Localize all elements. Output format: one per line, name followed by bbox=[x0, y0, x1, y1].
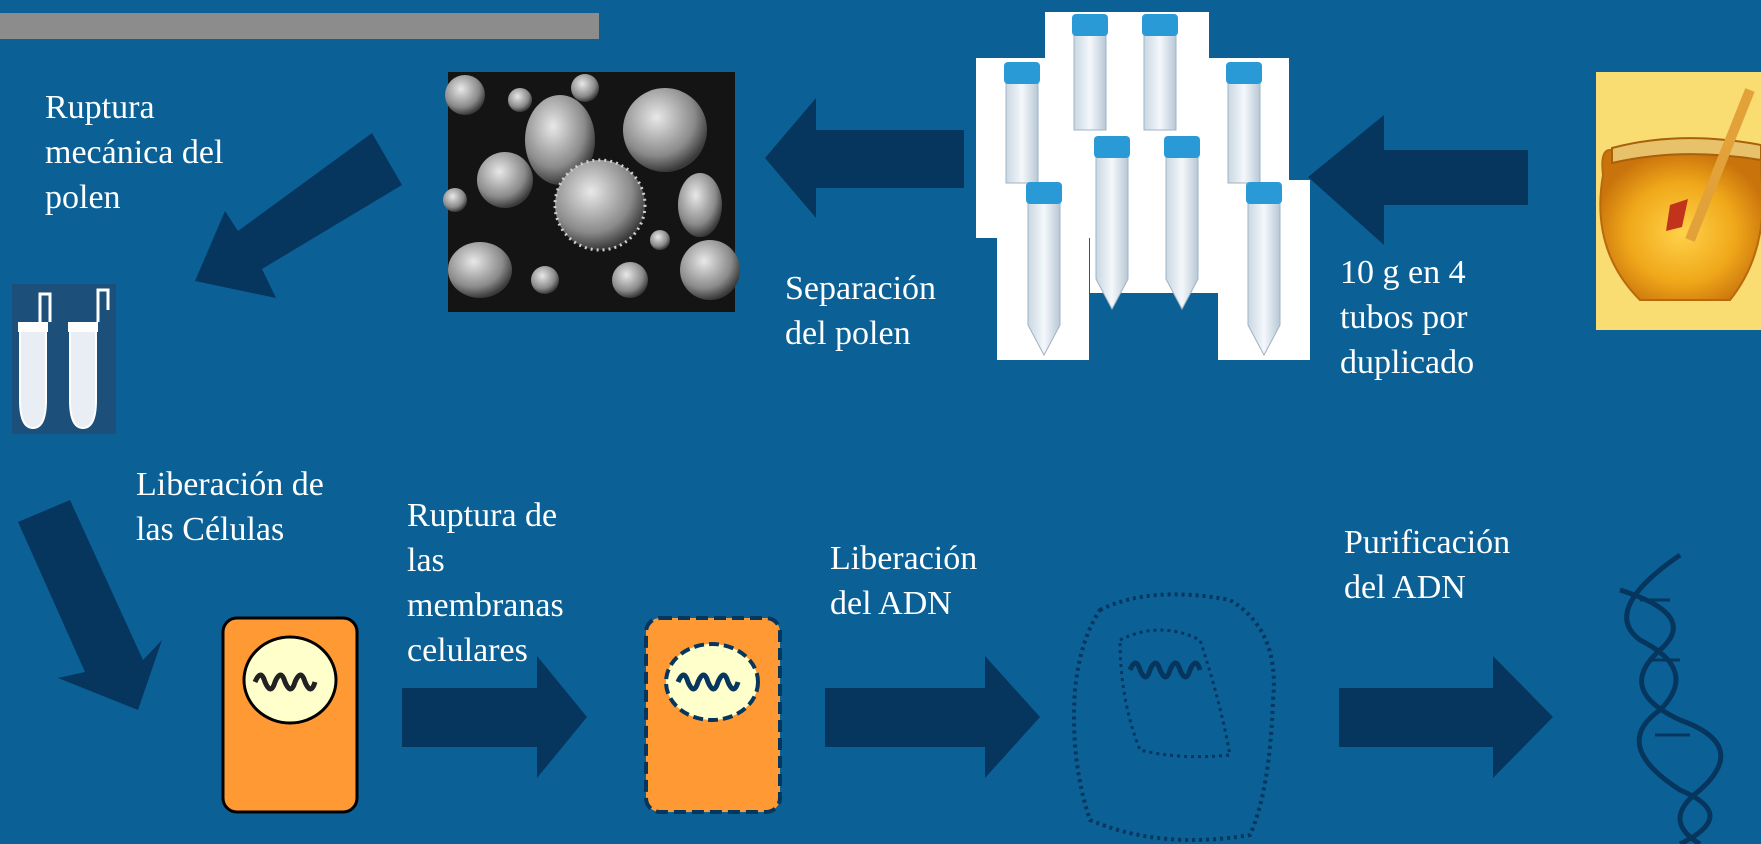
lysed-cell-icon bbox=[644, 616, 782, 814]
label-purificacion: Purificación del ADN bbox=[1344, 524, 1511, 606]
label-ruptura-membranas: Ruptura de las membranas celulares bbox=[407, 497, 564, 669]
arrow-lysed-to-released bbox=[825, 656, 1040, 778]
pollen-micrograph-image bbox=[443, 72, 740, 312]
eppendorf-tubes-image bbox=[12, 284, 116, 434]
label-ruptura-mecanica: Ruptura mecánica del polen bbox=[45, 89, 224, 216]
arrow-released-to-dna bbox=[1339, 656, 1553, 778]
title-bar bbox=[0, 13, 599, 39]
label-tubos: 10 g en 4 tubos por duplicado bbox=[1340, 254, 1475, 381]
falcon-tubes-image bbox=[976, 12, 1310, 360]
arrow-honey-to-tubes bbox=[1308, 115, 1528, 245]
label-separacion: Separación del polen bbox=[785, 270, 937, 352]
arrow-tubes-to-pollen bbox=[765, 98, 964, 218]
label-liberacion-celulas: Liberación de las Células bbox=[136, 466, 324, 548]
released-dna-icon bbox=[1072, 592, 1276, 842]
arrow-cell-to-lysed bbox=[402, 656, 587, 778]
honey-jar-image bbox=[1596, 72, 1761, 330]
label-liberacion-adn: Liberación del ADN bbox=[830, 540, 978, 622]
arrow-pollen-to-eppendorf bbox=[195, 133, 402, 298]
dna-helix-icon bbox=[1619, 552, 1724, 844]
cell-icon bbox=[221, 616, 359, 814]
arrow-eppendorf-to-cell bbox=[18, 500, 162, 710]
